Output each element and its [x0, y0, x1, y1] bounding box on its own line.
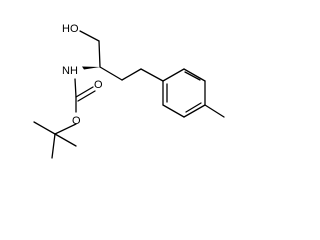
bond-tbu-methyl-down: [51, 133, 56, 159]
bond-nh-carbonyl: [74, 78, 77, 98]
bond-aryl-methyl: [204, 104, 225, 118]
molecule-structure: HO NH O O: [33, 23, 225, 159]
benzene-ring: [162, 68, 206, 118]
bond-ch2-ch2: [121, 68, 142, 81]
bond-ch2-aryl: [140, 68, 164, 82]
bond-carbonyl-double-b: [77, 90, 96, 102]
carbonyl-oxygen-label: O: [94, 79, 103, 91]
amine-label: NH: [62, 65, 78, 77]
bond-oh-ch2: [79, 30, 100, 42]
ester-oxygen-label: O: [72, 115, 81, 127]
bond-stereocenter-ch2: [99, 66, 123, 81]
bond-ester-o-tbu: [54, 123, 77, 135]
bond-carbonyl-double-a: [75, 86, 94, 98]
hydroxyl-label: HO: [62, 23, 79, 35]
wedge-bond-stereocenter-nh: [82, 66, 100, 70]
bond-ch2-stereocenter: [98, 40, 101, 68]
bond-tbu-methyl-right: [54, 133, 77, 147]
bond-tbu-methyl-up: [33, 121, 56, 135]
